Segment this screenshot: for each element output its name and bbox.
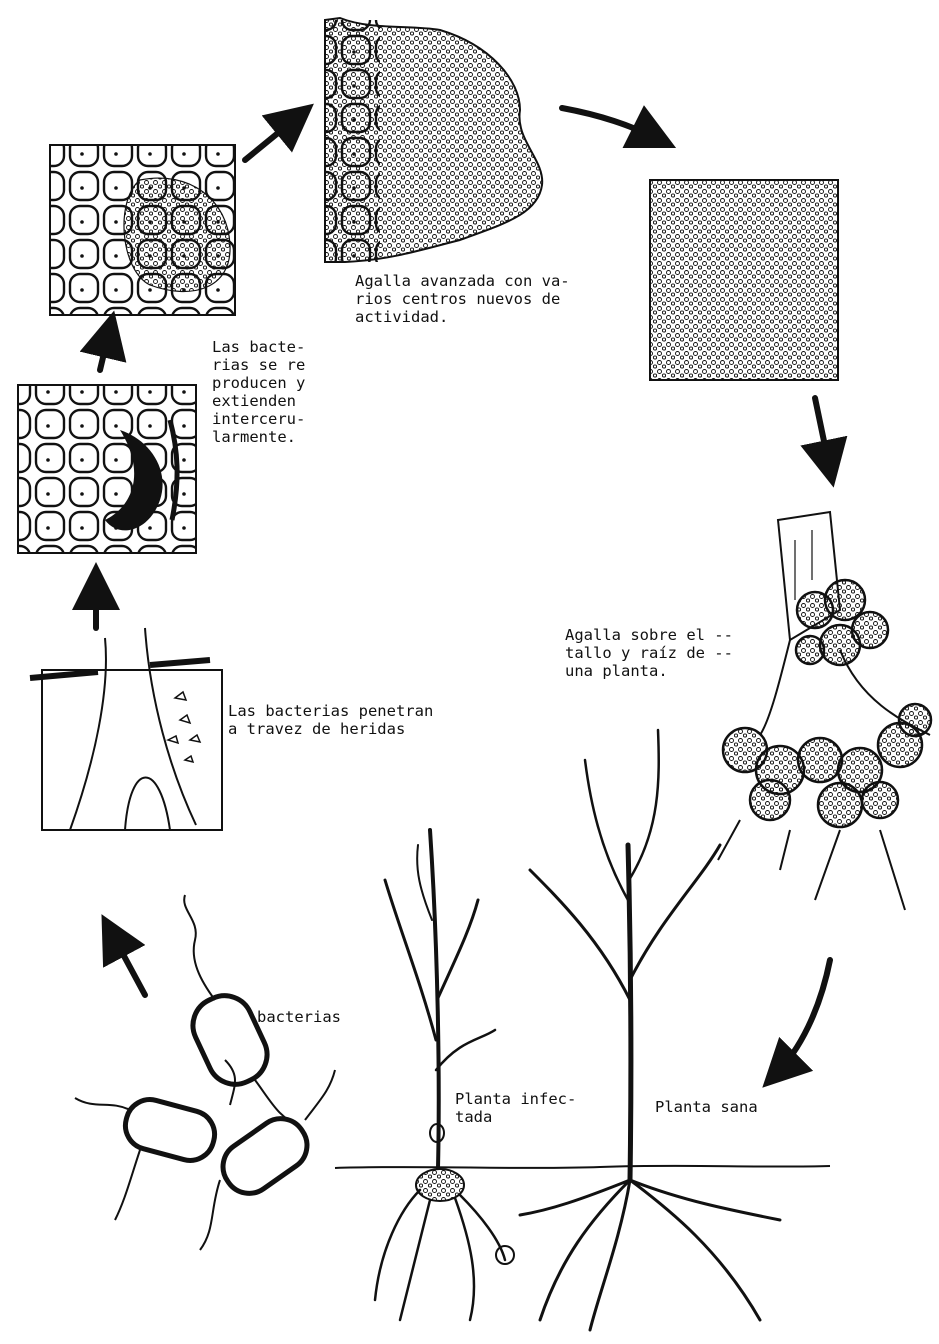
bacteria-cells [75, 895, 335, 1250]
arrow-bacteria-to-wound [110, 930, 145, 995]
label-healthy-plant: Planta sana [655, 1098, 758, 1116]
early-gall-block [50, 145, 235, 315]
infected-plant [375, 830, 514, 1320]
bacterium-icon [213, 1109, 317, 1203]
label-bacteria-entry: Las bacterias penetran a travez de herid… [228, 702, 433, 738]
dense-gall-tissue-block [650, 180, 838, 380]
arrow-gall-to-plants [775, 960, 830, 1075]
ground-line [335, 1166, 830, 1168]
label-advanced-gall: Agalla avanzada con va- rios centros nue… [355, 272, 570, 326]
bacterium-icon [120, 1094, 220, 1166]
arrow-spread-to-early-gall [100, 328, 110, 370]
advanced-gall-block [325, 18, 542, 262]
arrow-early-to-advanced [245, 115, 300, 160]
arrow-advanced-to-dense [562, 108, 660, 140]
bacteria-in-wound-icon [168, 692, 200, 762]
wound-entry-block [30, 628, 222, 830]
label-infected-plant: Planta infec- tada [455, 1090, 576, 1126]
intercellular-spread-block [18, 385, 196, 553]
label-gall-on-plant: Agalla sobre el -- tallo y raíz de -- un… [565, 626, 733, 680]
arrow-dense-to-plant-gall [815, 398, 830, 470]
gall-on-stem-and-root [718, 512, 931, 910]
crown-gall-icon [416, 1169, 464, 1201]
healthy-plant [520, 730, 780, 1330]
label-bacteria: bacterias [257, 1008, 341, 1026]
label-bacteria-reproduce: Las bacte- rias se re producen y extiend… [212, 338, 305, 446]
bacterium-icon [184, 987, 276, 1094]
root-gall-icon [496, 1246, 514, 1264]
